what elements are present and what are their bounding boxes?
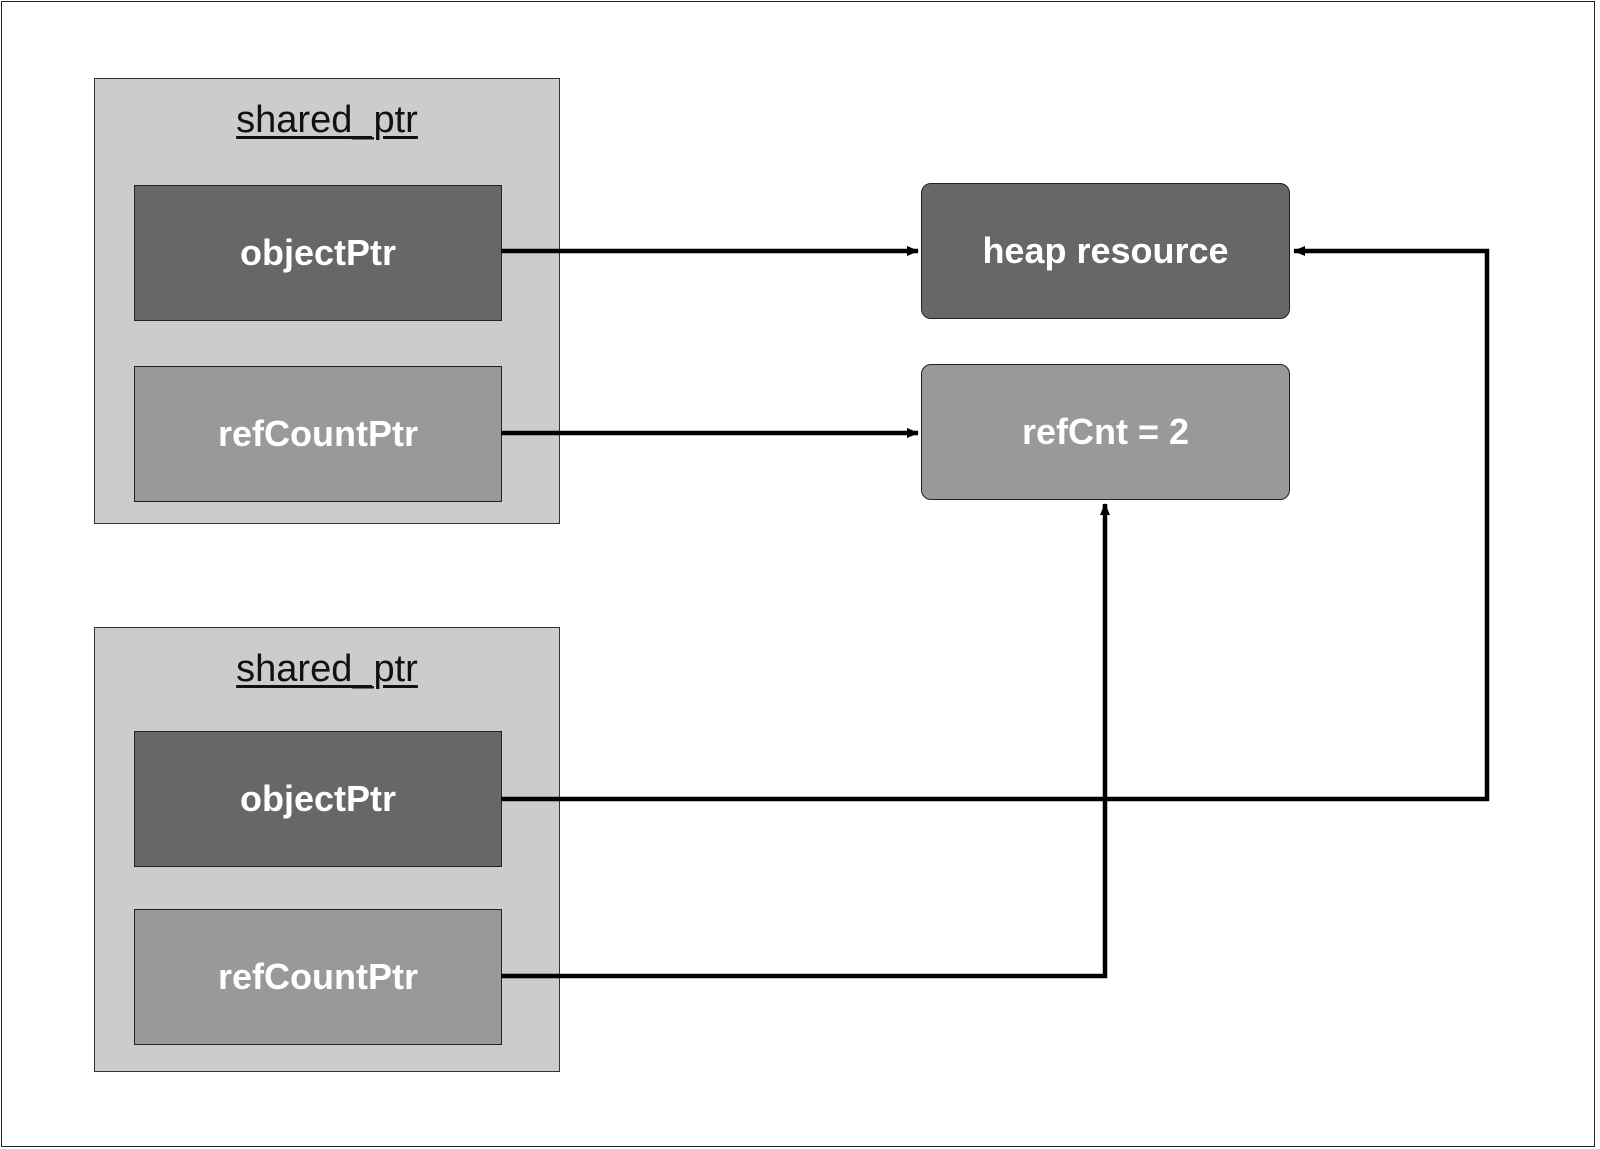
ref-count-ptr-label-2: refCountPtr (218, 956, 418, 997)
object-ptr-label-2: objectPtr (239, 778, 397, 819)
heap-resource-label: heap resource (982, 230, 1229, 271)
object-ptr-field-1: objectPtr (134, 185, 502, 321)
shared-ptr-group-2: shared_ptr objectPtr refCountPtr (94, 627, 560, 1072)
ref-count-ptr-label-1: refCountPtr (218, 413, 418, 454)
object-ptr-label-1: objectPtr (239, 232, 397, 273)
heap-resource-node: heap resource (921, 183, 1290, 319)
ref-count-ptr-field-2: refCountPtr (134, 909, 502, 1045)
shared-ptr-group-1: shared_ptr objectPtr refCountPtr (94, 78, 560, 524)
ref-cnt-node: refCnt = 2 (921, 364, 1290, 500)
ref-count-ptr-field-1: refCountPtr (134, 366, 502, 502)
object-ptr-field-2: objectPtr (134, 731, 502, 867)
ref-cnt-label: refCnt = 2 (1021, 411, 1190, 452)
shared-ptr-title-1: shared_ptr (236, 99, 418, 141)
shared-ptr-title-2: shared_ptr (236, 648, 418, 690)
